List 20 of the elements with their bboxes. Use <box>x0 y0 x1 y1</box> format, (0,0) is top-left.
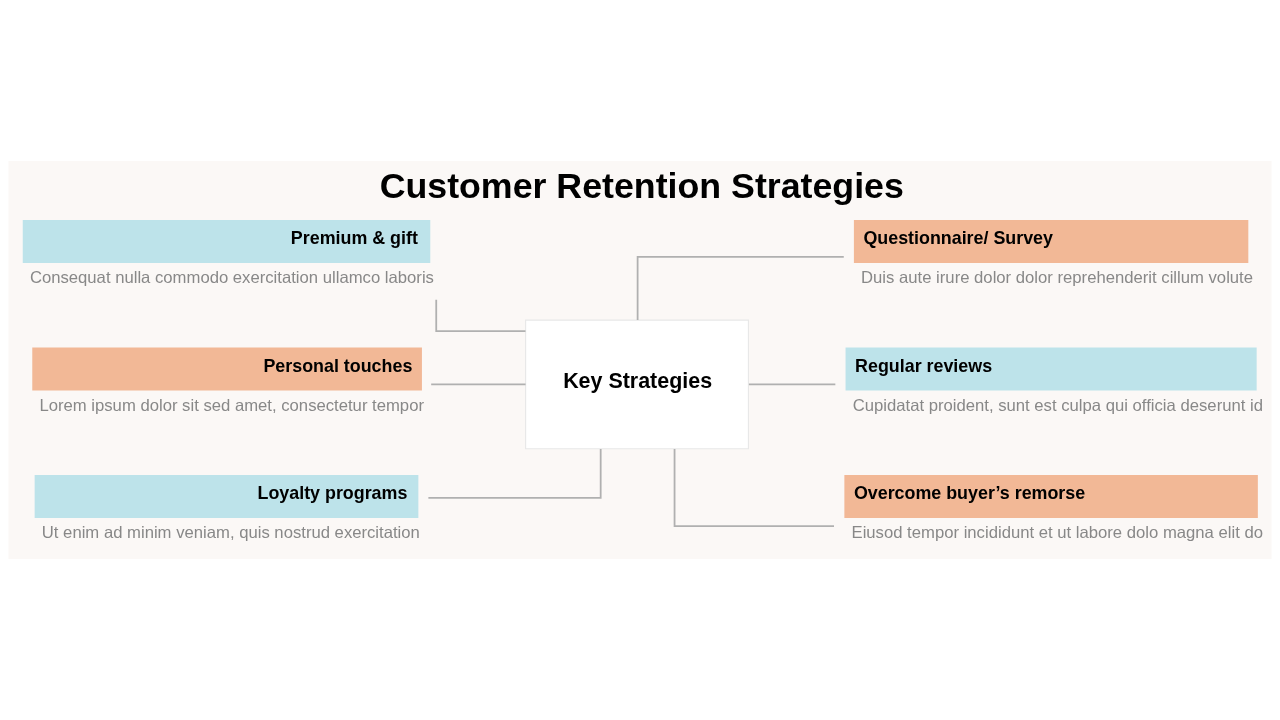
diagram-title: Customer Retention Strategies <box>379 165 904 206</box>
node-box: Regular reviews <box>845 347 1257 391</box>
node-label: Eiusod tempor incididunt et ut labore dolo magna elit do <box>851 523 1264 543</box>
node-label: Cupidatat proident, sunt est culpa qui officia deserunt id <box>852 395 1263 415</box>
connector <box>435 298 527 332</box>
node-box: Questionnaire/ Survey <box>853 220 1249 263</box>
connector <box>673 448 835 527</box>
node-label: Consequat nulla commodo exercitation ullamco laboris <box>29 268 434 288</box>
node-label: Lorem ipsum dolor sit sed amet, consectetur tempor <box>39 395 424 415</box>
node-label: Ut enim ad minim veniam, quis nostrud exercitation <box>41 523 420 543</box>
node-box: Overcome buyer’s remorse <box>844 475 1258 518</box>
connector <box>427 448 602 499</box>
node-box: Loyalty programs <box>34 475 419 518</box>
node-box: Personal touches <box>32 347 422 391</box>
node-box: Premium & gift <box>22 220 431 263</box>
connector <box>636 256 845 321</box>
connector <box>430 383 527 386</box>
connector <box>748 383 837 386</box>
node-label: Duis aute irure dolor dolor reprehenderit cillum volute <box>861 268 1254 288</box>
node-box: Key Strategies <box>525 319 750 450</box>
